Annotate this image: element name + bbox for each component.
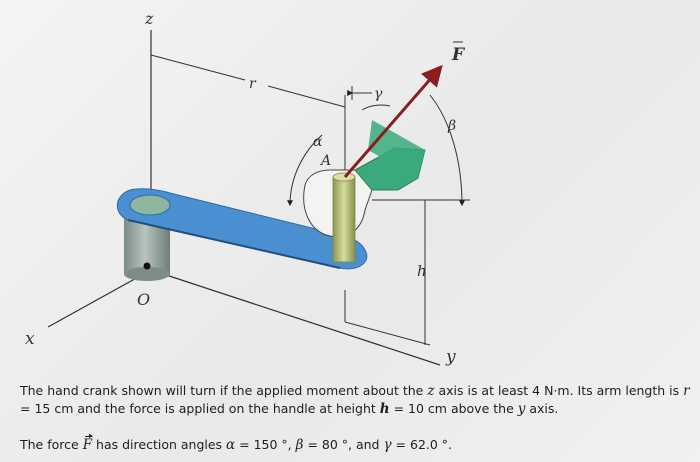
origin-label: O (137, 290, 150, 309)
crank-arm (116, 188, 368, 270)
crank-figure: z x y O A r h α β γ F (25, 9, 470, 367)
pivot-top (129, 194, 171, 216)
h-label: h (417, 262, 427, 280)
statement-text-5: axis. (529, 401, 559, 416)
foot-to-y-line (344, 321, 431, 346)
beta-arc (429, 94, 465, 207)
gamma-label: γ (374, 86, 383, 102)
force-angles-statement: The force F has direction angles α = 150… (20, 434, 692, 454)
beta-value: = 80 °, and (307, 437, 380, 452)
alpha-symbol: α (226, 437, 236, 453)
gamma-arc (361, 104, 391, 111)
r-dimension-line-b (267, 85, 346, 108)
y-axis-label: y (445, 347, 456, 367)
z-axis-label: z (144, 9, 154, 28)
problem-statement: The hand crank shown will turn if the ap… (20, 382, 692, 418)
force-vector (343, 64, 443, 178)
origin-point (143, 262, 151, 270)
beta-symbol: β (295, 437, 304, 453)
r-symbol: r (683, 383, 690, 399)
statement-text-2: axis is at least 4 N·m. Its arm length i… (438, 383, 680, 398)
base-cylinder-bottom (124, 267, 170, 281)
r-dimension-line-a (150, 54, 246, 81)
gamma-value: = 62.0 °. (395, 437, 453, 452)
crank-arm-edge (127, 219, 341, 269)
statement-text-4: = 10 cm above the (393, 401, 514, 416)
statement-text-1: The hand crank shown will turn if the ap… (20, 383, 424, 398)
alpha-arc (287, 134, 323, 207)
gamma-symbol: γ (383, 437, 392, 453)
force-vector-symbol: F (82, 434, 94, 453)
force-text-1: The force (20, 437, 79, 452)
alpha-label: α (313, 134, 323, 150)
handle-top (332, 172, 356, 182)
h-symbol: h (379, 401, 390, 417)
z-axis-symbol: z (427, 383, 435, 399)
r-label: r (249, 76, 257, 92)
beta-label: β (447, 118, 456, 134)
alpha-value: = 150 °, (239, 437, 292, 452)
force-text-2: has direction angles (96, 437, 223, 452)
point-a-label: A (319, 153, 331, 169)
y-axis-line (150, 269, 441, 366)
y-axis-symbol: y (517, 401, 526, 417)
x-axis-label: x (25, 329, 35, 349)
handle-cylinder (332, 176, 356, 263)
force-label: F (451, 45, 466, 65)
statement-text-3: = 15 cm and the force is applied on the … (20, 401, 376, 416)
